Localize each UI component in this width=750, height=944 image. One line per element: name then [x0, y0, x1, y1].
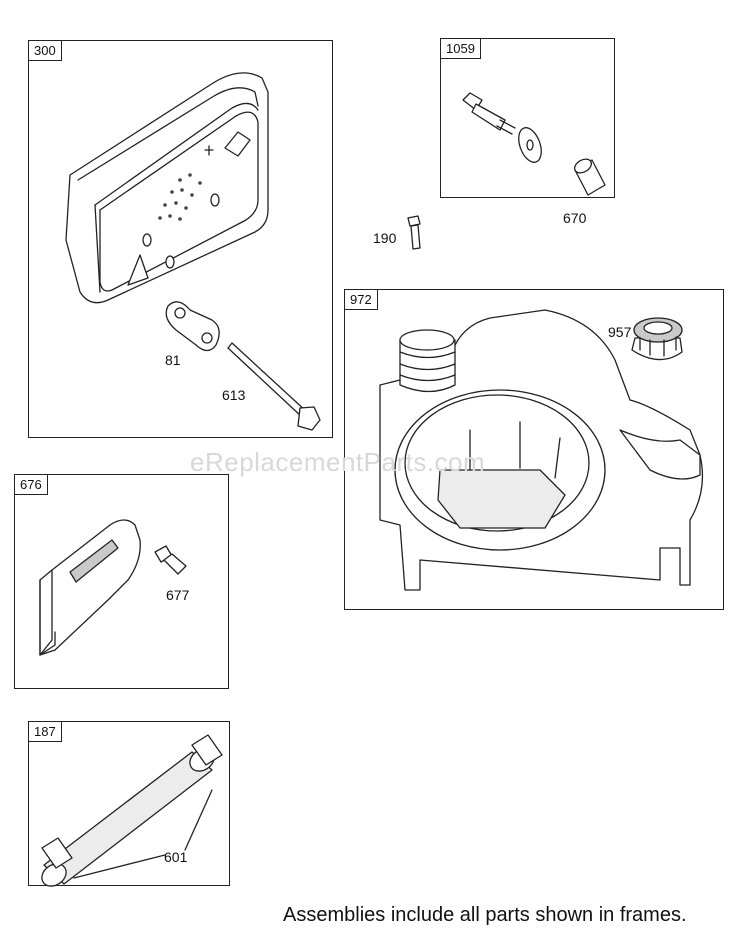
part-label-670: 670 [563, 210, 587, 226]
watermark-text: eReplacementParts.com [190, 447, 486, 477]
frame-label: 972 [344, 289, 378, 310]
frame-label: 676 [14, 474, 48, 495]
washer-drawing [518, 127, 542, 163]
frame-label: 1059 [440, 38, 481, 59]
part-label-613: 613 [222, 387, 246, 403]
part-label-957: 957 [608, 324, 632, 340]
shoulder-bolt-drawing [462, 92, 516, 135]
gasket-drawing [165, 301, 220, 352]
part-label-81: 81 [165, 352, 181, 368]
guard-screw-drawing [154, 545, 187, 575]
part-label-190: 190 [373, 230, 397, 246]
small-screw-drawing [407, 215, 421, 250]
muffler-drawing [65, 72, 269, 304]
frame-300-muffler: 300 [28, 40, 333, 438]
fuel-tank-drawing [379, 309, 704, 591]
frame-187-tube: 187 [28, 721, 230, 886]
frame-676-guard: 676 [14, 474, 229, 689]
frame-972-fuel-tank: 972 [344, 289, 724, 610]
frame-label: 300 [28, 40, 62, 61]
footer-note: Assemblies include all parts shown in fr… [283, 904, 687, 926]
part-label-677: 677 [166, 587, 190, 603]
fuel-cap-drawing [631, 317, 683, 361]
spacer-drawing [573, 158, 606, 196]
guard-drawing [39, 519, 141, 656]
frame-label: 187 [28, 721, 62, 742]
frame-1059-spacer-kit: 1059 [440, 38, 615, 198]
tube-drawing [41, 734, 223, 887]
long-bolt-drawing [227, 342, 321, 431]
part-label-601: 601 [164, 849, 188, 865]
